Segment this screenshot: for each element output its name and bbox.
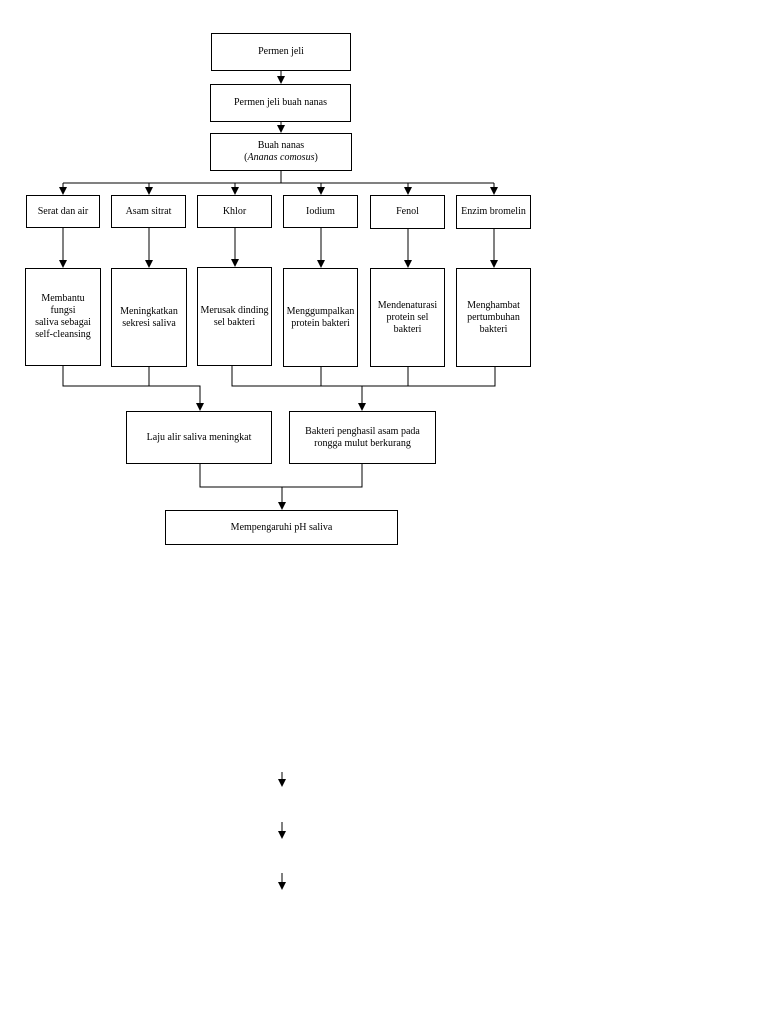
node-label-line: bakteri xyxy=(479,323,508,335)
node-label: Enzim bromelin xyxy=(461,206,526,217)
node-permen-jeli-buah-nanas: Permen jeli buah nanas xyxy=(210,84,351,122)
node-compound-iodium: Iodium xyxy=(283,195,358,228)
node-label-line: Membantu fungsi xyxy=(41,293,85,316)
node-label-line: rongga mulut berkurang xyxy=(314,437,411,449)
node-buah-nanas: Buah nanas (Ananas comosus) xyxy=(210,133,352,171)
node-label: Permen jeli buah nanas xyxy=(233,97,328,108)
node-label: Serat dan air xyxy=(37,205,89,217)
node-label-line: self-cleansing xyxy=(35,329,91,340)
node-permen-jeli: Permen jeli xyxy=(211,33,351,71)
node-label-line: Bakteri penghasil asam pada xyxy=(305,425,420,437)
node-label-line: Menggumpalkan xyxy=(286,305,355,317)
node-label: Asam sitrat xyxy=(125,205,172,217)
node-label: Iodium xyxy=(306,205,335,217)
merge-saliva-out xyxy=(149,385,204,411)
node-label-line: Merusak dinding xyxy=(200,304,269,316)
node-label-line: bakteri xyxy=(393,323,422,335)
node-label: Fenol xyxy=(396,206,419,217)
node-label: Khlor xyxy=(222,205,247,217)
node-effect-denaturasi: Mendenaturasi protein sel bakteri xyxy=(370,268,445,367)
node-label-line: protein sel xyxy=(386,311,429,323)
node-label-line: protein bakteri xyxy=(291,317,350,329)
node-label-line: Mendenaturasi xyxy=(377,299,438,311)
merge-final xyxy=(199,464,363,488)
node-label-line: Menghambat xyxy=(467,299,520,311)
scientific-name: Ananas comosus xyxy=(247,152,315,163)
node-effect-self-cleansing: Membantu fungsi saliva sebagai self-clea… xyxy=(25,268,101,366)
node-label-line: Meningkatkan xyxy=(120,305,178,317)
node-compound-asam-sitrat: Asam sitrat xyxy=(111,195,186,228)
node-compound-fenol: Fenol xyxy=(370,195,445,229)
node-effect-protein-bakteri: Menggumpalkan protein bakteri xyxy=(283,268,358,367)
node-effect-sekresi-saliva: Meningkatkan sekresi saliva xyxy=(111,268,187,367)
node-label-line: pertumbuhan xyxy=(467,311,520,323)
node-label: Permen jeli xyxy=(258,46,304,57)
node-label: Buah nanas xyxy=(257,140,305,151)
node-label: Mempengaruhi pH saliva xyxy=(230,521,333,533)
node-label-line: sel bakteri xyxy=(213,316,256,328)
node-label-line: sekresi saliva xyxy=(122,317,176,329)
node-effect-dinding-sel: Merusak dinding sel bakteri xyxy=(197,267,272,366)
node-compound-khlor: Khlor xyxy=(197,195,272,228)
node-label-line: saliva sebagai xyxy=(35,317,91,328)
node-compound-enzim-bromelin: Enzim bromelin xyxy=(456,195,531,229)
merge-saliva xyxy=(62,366,150,387)
node-outcome-saliva-flow: Laju alir saliva meningkat xyxy=(126,411,272,464)
merge-bacteria xyxy=(231,366,496,387)
node-sublabel: (Ananas comosus) xyxy=(244,152,318,163)
node-final-ph-saliva: Mempengaruhi pH saliva xyxy=(165,510,398,545)
node-label-line: Laju alir saliva meningkat xyxy=(146,431,252,443)
node-compound-serat: Serat dan air xyxy=(26,195,100,228)
node-outcome-bacteria: Bakteri penghasil asam pada rongga mulut… xyxy=(289,411,436,464)
node-effect-pertumbuhan: Menghambat pertumbuhan bakteri xyxy=(456,268,531,367)
